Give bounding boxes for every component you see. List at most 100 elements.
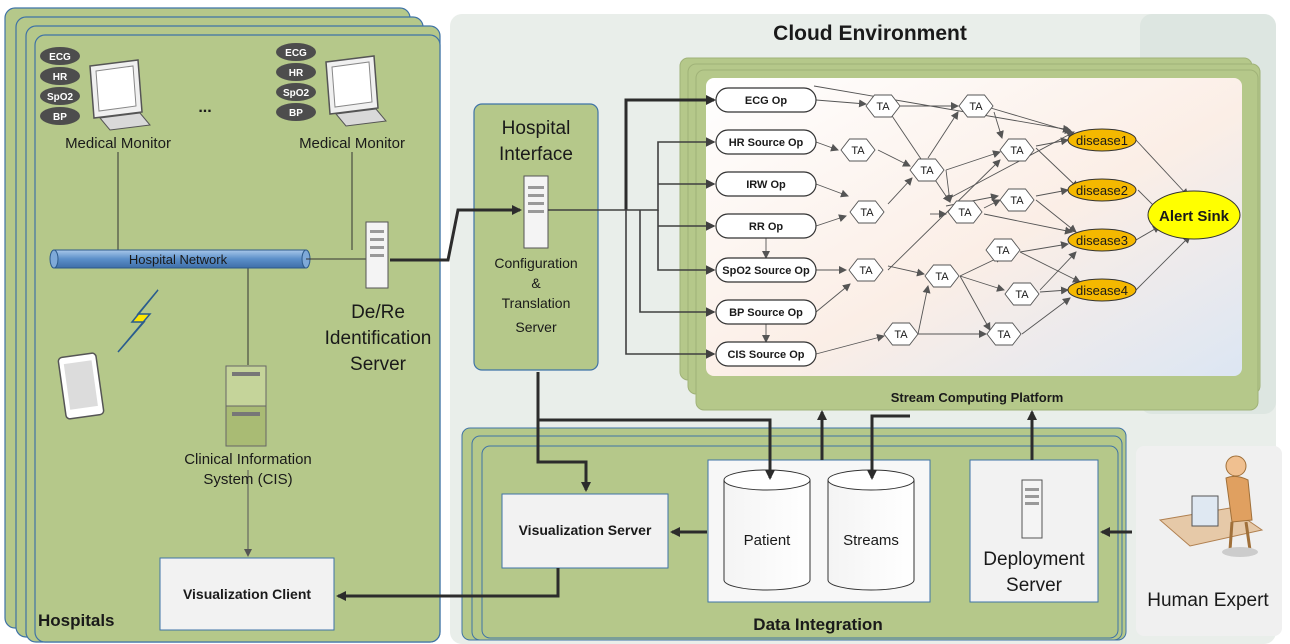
ta-label: TA xyxy=(859,265,873,277)
disease2-node: disease2 xyxy=(1076,183,1128,198)
cis-label-2: System (CIS) xyxy=(203,471,292,488)
ta-label: TA xyxy=(1010,195,1024,207)
ta-label: TA xyxy=(876,101,890,113)
ta-node xyxy=(947,200,983,224)
cis-label-1: Clinical Information xyxy=(184,451,312,468)
deployment-server-label-1: Deployment xyxy=(983,549,1085,570)
operator-label: BP Source Op xyxy=(729,307,803,319)
ta-node xyxy=(924,264,960,288)
ta-node xyxy=(958,94,994,118)
patient-db-label: Patient xyxy=(744,532,792,549)
ta-label: TA xyxy=(860,207,874,219)
deid-server-icon xyxy=(365,221,389,289)
config-server-label-3: Translation xyxy=(502,295,571,311)
deid-label-1: De/Re xyxy=(351,302,405,323)
hospitals-panel-stack xyxy=(4,7,441,643)
hospital-network-label: Hospital Network xyxy=(129,252,228,267)
ta-node xyxy=(883,322,919,346)
data-integration-label: Data Integration xyxy=(753,615,882,634)
vital-hr-left: HR xyxy=(53,72,68,83)
hospital-interface-label-1: Hospital xyxy=(502,118,571,139)
operator-label: CIS Source Op xyxy=(727,349,804,361)
medical-monitor-right-label: Medical Monitor xyxy=(299,135,405,152)
tablet-icon xyxy=(57,352,105,420)
ta-label: TA xyxy=(894,329,908,341)
operator-label: HR Source Op xyxy=(729,137,804,149)
operator-node xyxy=(715,341,817,367)
operator-node xyxy=(715,129,817,155)
ta-label: TA xyxy=(997,329,1011,341)
visualization-server-label: Visualization Server xyxy=(519,522,652,538)
ta-node xyxy=(865,94,901,118)
vital-hr-right: HR xyxy=(289,68,304,79)
ta-node xyxy=(999,138,1035,162)
operator-node xyxy=(715,171,817,197)
operator-node xyxy=(715,213,817,239)
ta-label: TA xyxy=(1010,145,1024,157)
operator-label: SpO2 Source Op xyxy=(722,265,810,277)
config-server-icon xyxy=(523,175,549,249)
disease3-node: disease3 xyxy=(1076,233,1128,248)
config-server-label-2: & xyxy=(531,275,541,291)
operator-node xyxy=(715,87,817,113)
alert-sink-label: Alert Sink xyxy=(1159,208,1230,225)
ta-label: TA xyxy=(935,271,949,283)
vitals-badges-right: ECG HR SpO2 BP xyxy=(276,43,316,121)
monitor-icon-left xyxy=(89,59,151,131)
hospitals-label: Hospitals xyxy=(38,611,115,630)
ta-nodes: TA TA TA TA TA TA TA TA TA TA TA TA TA TA xyxy=(840,94,1040,346)
operator-label: ECG Op xyxy=(745,95,787,107)
deid-label-2: Identification xyxy=(325,328,432,349)
alert-sink-node: Alert Sink xyxy=(1147,190,1241,240)
operator-label: IRW Op xyxy=(746,179,786,191)
deid-label-3: Server xyxy=(350,354,407,375)
medical-monitor-left-label: Medical Monitor xyxy=(65,135,171,152)
stream-platform-label: Stream Computing Platform xyxy=(891,390,1064,405)
hospital-interface-label-2: Interface xyxy=(499,144,573,165)
ta-label: TA xyxy=(969,101,983,113)
cis-server-icon xyxy=(225,365,267,447)
vital-ecg-right: ECG xyxy=(285,48,307,59)
config-server-label-1: Configuration xyxy=(494,255,577,271)
ta-node xyxy=(848,258,884,282)
ta-node xyxy=(986,322,1022,346)
vital-spo2-left: SpO2 xyxy=(47,92,74,103)
visualization-client-box xyxy=(159,557,335,631)
ta-label: TA xyxy=(851,145,865,157)
operator-label: RR Op xyxy=(749,221,784,233)
streams-database-icon xyxy=(827,469,915,591)
ta-node xyxy=(1004,282,1040,306)
ta-label: TA xyxy=(996,245,1010,257)
ta-label: TA xyxy=(958,207,972,219)
vital-ecg-left: ECG xyxy=(49,52,71,63)
human-expert-label: Human Expert xyxy=(1147,590,1269,611)
config-server-label-4: Server xyxy=(515,319,557,335)
ta-node xyxy=(985,238,1021,262)
ta-node xyxy=(849,200,885,224)
ta-node xyxy=(999,188,1035,212)
ta-label: TA xyxy=(1015,289,1029,301)
ellipsis: ... xyxy=(198,99,211,116)
human-expert-icon xyxy=(1158,455,1264,557)
ta-label: TA xyxy=(920,165,934,177)
disease4-node: disease4 xyxy=(1076,283,1128,298)
disease-nodes: disease1 disease2 disease3 disease4 xyxy=(1067,128,1137,302)
deployment-server-label-2: Server xyxy=(1006,575,1063,596)
vital-bp-right: BP xyxy=(289,108,303,119)
ta-node xyxy=(909,158,945,182)
cloud-environment-title: Cloud Environment xyxy=(773,22,967,45)
monitor-icon-right xyxy=(325,55,387,127)
wireless-lightning-icon xyxy=(117,289,159,353)
operator-feed-arrows xyxy=(548,137,716,359)
deployment-server-icon xyxy=(1021,479,1043,539)
ta-node xyxy=(840,138,876,162)
visualization-server-box xyxy=(501,493,669,569)
vital-bp-left: BP xyxy=(53,112,67,123)
operator-node xyxy=(715,257,817,283)
vitals-badges-left: ECG HR SpO2 BP xyxy=(40,47,80,125)
system-flow-arrows xyxy=(336,95,1132,601)
operator-node xyxy=(715,299,817,325)
operator-nodes: ECG Op HR Source Op IRW Op RR Op SpO2 Source… xyxy=(715,87,817,367)
patient-database-icon xyxy=(723,469,811,591)
